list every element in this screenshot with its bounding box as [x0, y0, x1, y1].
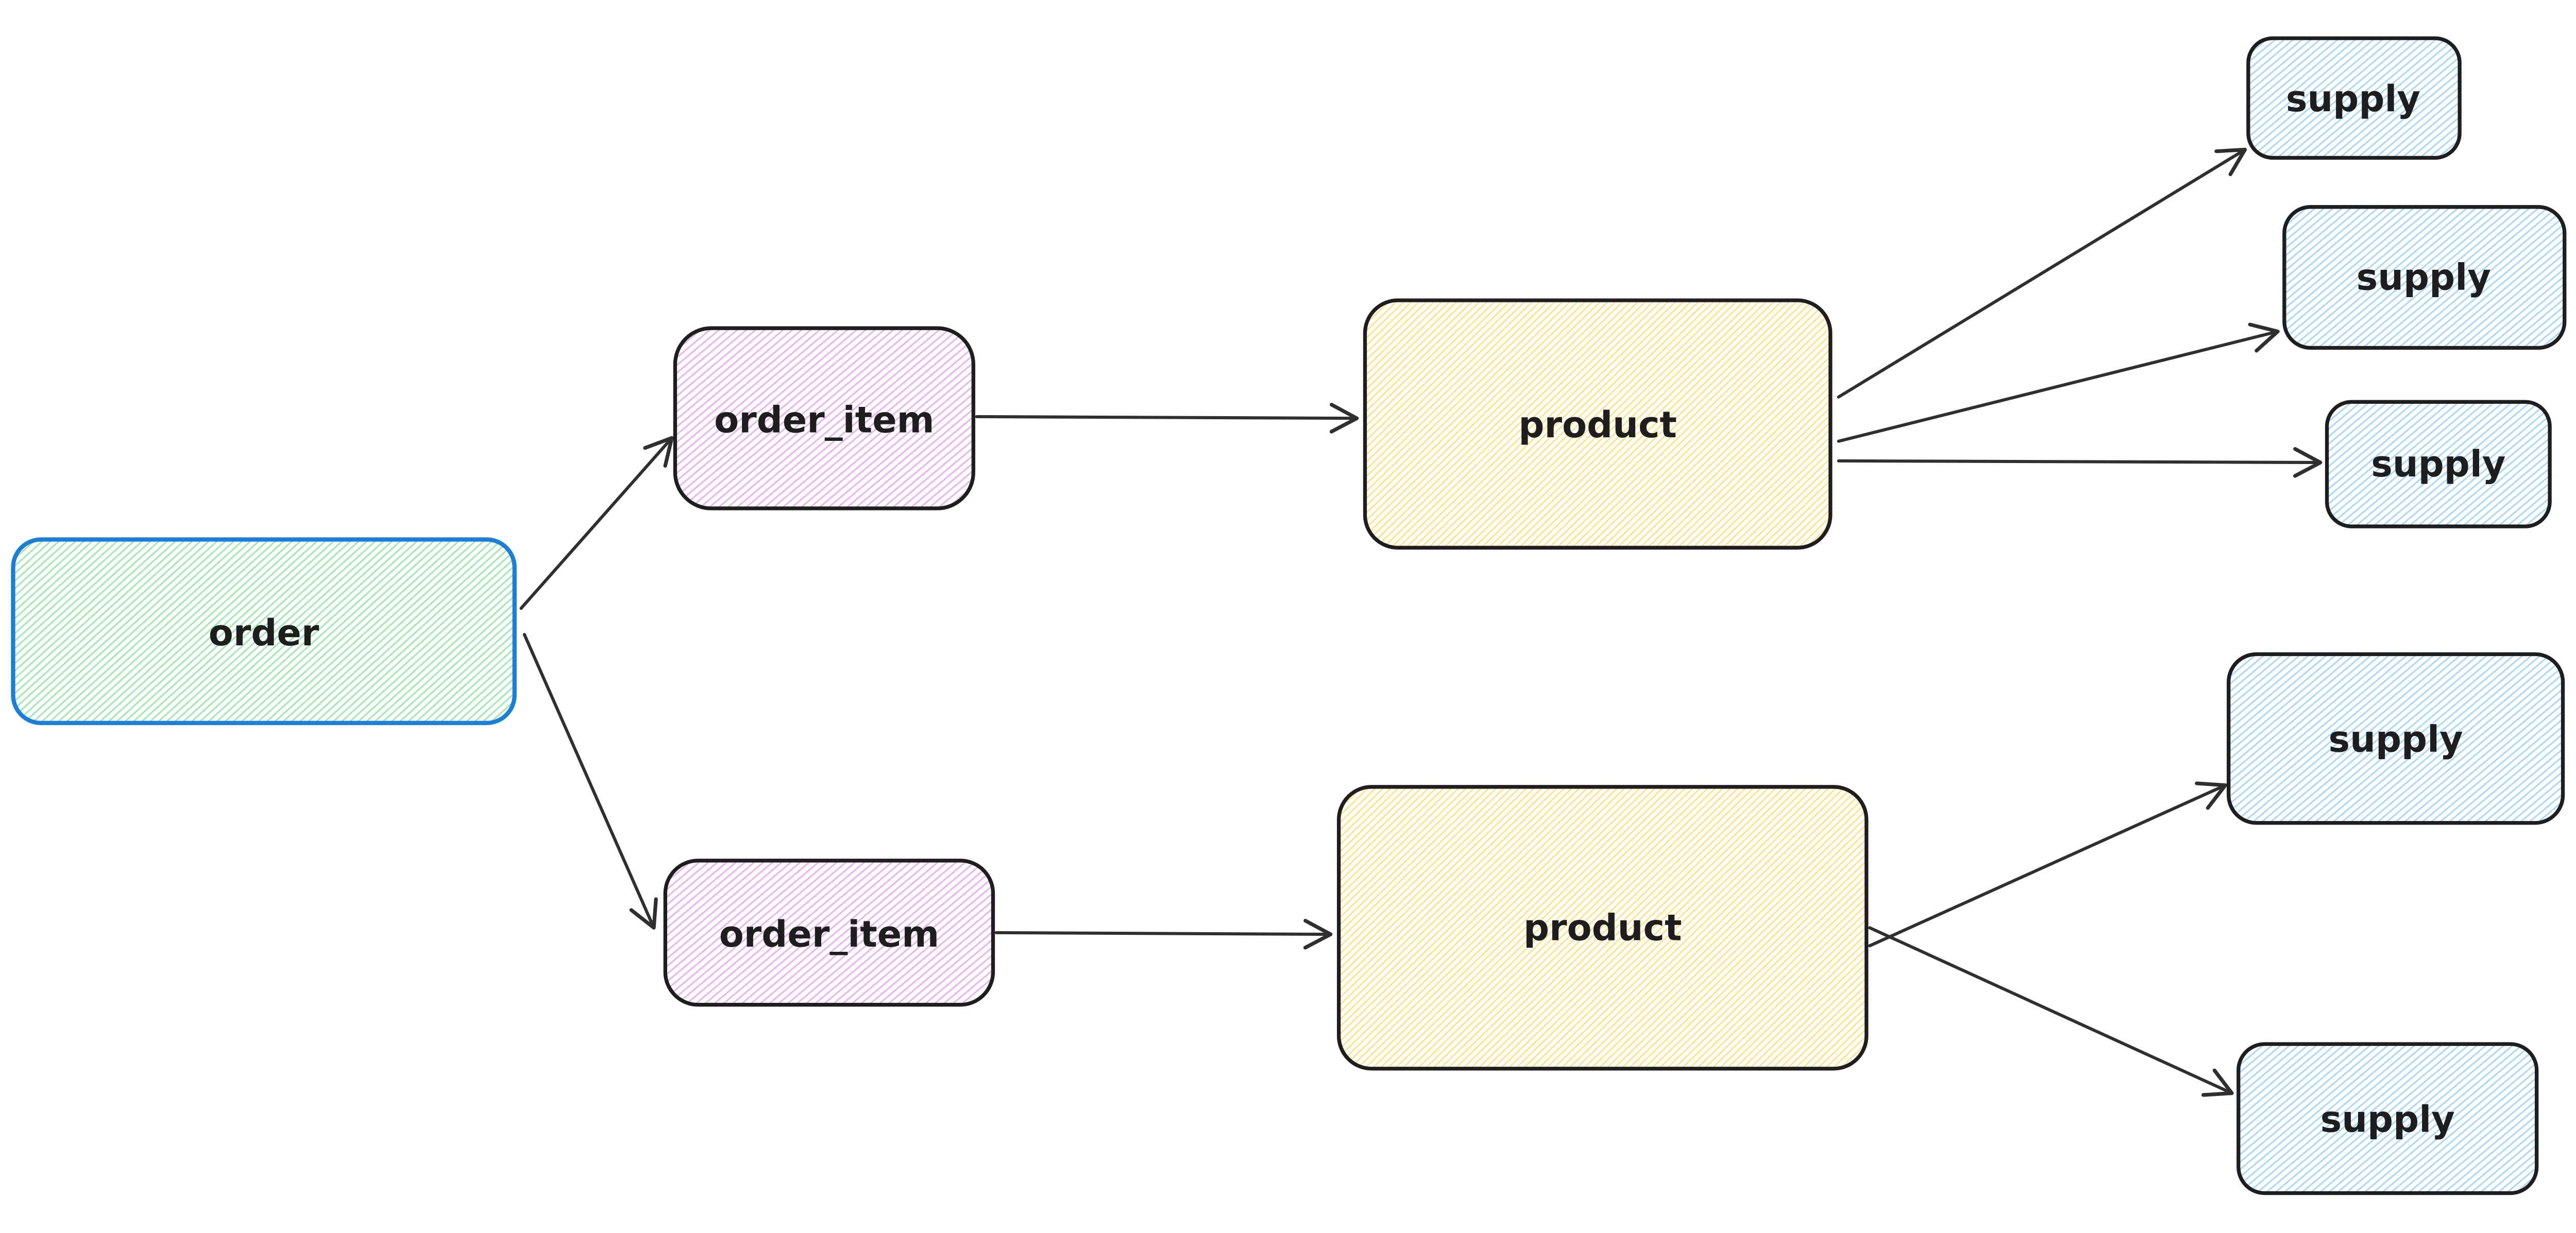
node-supply-3[interactable]	[2325, 400, 2552, 528]
arrow-product-bottom-to-supply-4[interactable]	[1868, 781, 2227, 948]
arrow-order-item-bottom-to-product-bottom[interactable]	[994, 919, 1333, 950]
node-supply-2-label: supply	[2357, 256, 2491, 299]
node-supply-5-label: supply	[2320, 1098, 2455, 1140]
arrow-product-bottom-to-supply-5[interactable]	[1868, 926, 2234, 1097]
node-supply-2[interactable]	[2282, 205, 2567, 350]
arrow-product-top-to-supply-2[interactable]	[1837, 322, 2280, 443]
labels-group: order order_item order_item product prod…	[209, 78, 2506, 1141]
nodes-group	[663, 36, 2567, 1195]
arrow-product-top-to-supply-1[interactable]	[1837, 147, 2247, 399]
node-order-item-bottom-label: order_item	[719, 913, 939, 955]
arrow-product-top-to-supply-3[interactable]	[1837, 447, 2323, 478]
node-product-top-label: product	[1518, 404, 1676, 446]
node-supply-1[interactable]	[2246, 36, 2462, 160]
node-order-item-top-label: order_item	[714, 399, 934, 441]
node-supply-5[interactable]	[2236, 1042, 2539, 1195]
node-supply-4-label: supply	[2329, 718, 2463, 761]
node-product-top[interactable]	[1363, 298, 1833, 550]
node-order-label: order	[209, 612, 319, 654]
arrow-order-to-order-item-bottom[interactable]	[522, 632, 658, 930]
node-order-item-bottom[interactable]	[663, 859, 995, 1007]
node-supply-1-label: supply	[2286, 78, 2420, 120]
node-supply-3-label: supply	[2371, 443, 2505, 485]
arrow-order-to-order-item-top[interactable]	[519, 436, 674, 610]
node-product-bottom-label: product	[1523, 906, 1682, 949]
node-order-item-top[interactable]	[673, 326, 975, 510]
node-supply-4[interactable]	[2227, 652, 2565, 825]
arrow-order-item-top-to-product-top[interactable]	[975, 403, 1359, 434]
node-product-bottom[interactable]	[1336, 785, 1869, 1071]
arrows-group	[519, 147, 2323, 1097]
order-node-group	[11, 537, 517, 725]
node-order[interactable]	[11, 537, 517, 725]
